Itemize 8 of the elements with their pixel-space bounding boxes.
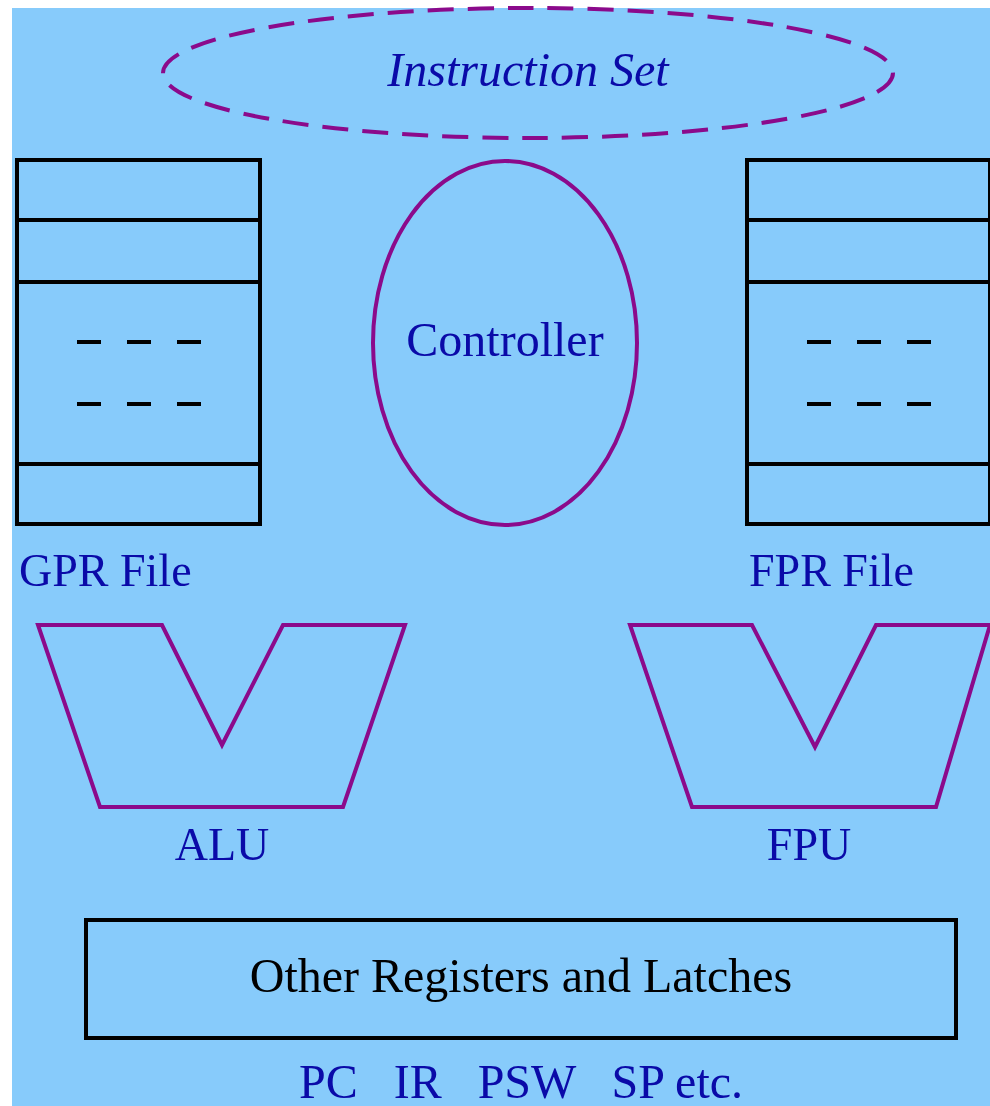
box-label: Other Registers and Latches <box>248 952 794 1000</box>
register-file-label: FPR File <box>749 548 914 594</box>
unit-label: ALU <box>173 822 271 868</box>
register-file-label: GPR File <box>19 548 192 594</box>
ellipse-label: Instruction Set <box>386 46 671 94</box>
register-list-text: PC IR PSW SP etc. <box>297 1058 745 1106</box>
unit-label: FPU <box>765 822 853 868</box>
ellipse-label: Controller <box>405 316 605 364</box>
